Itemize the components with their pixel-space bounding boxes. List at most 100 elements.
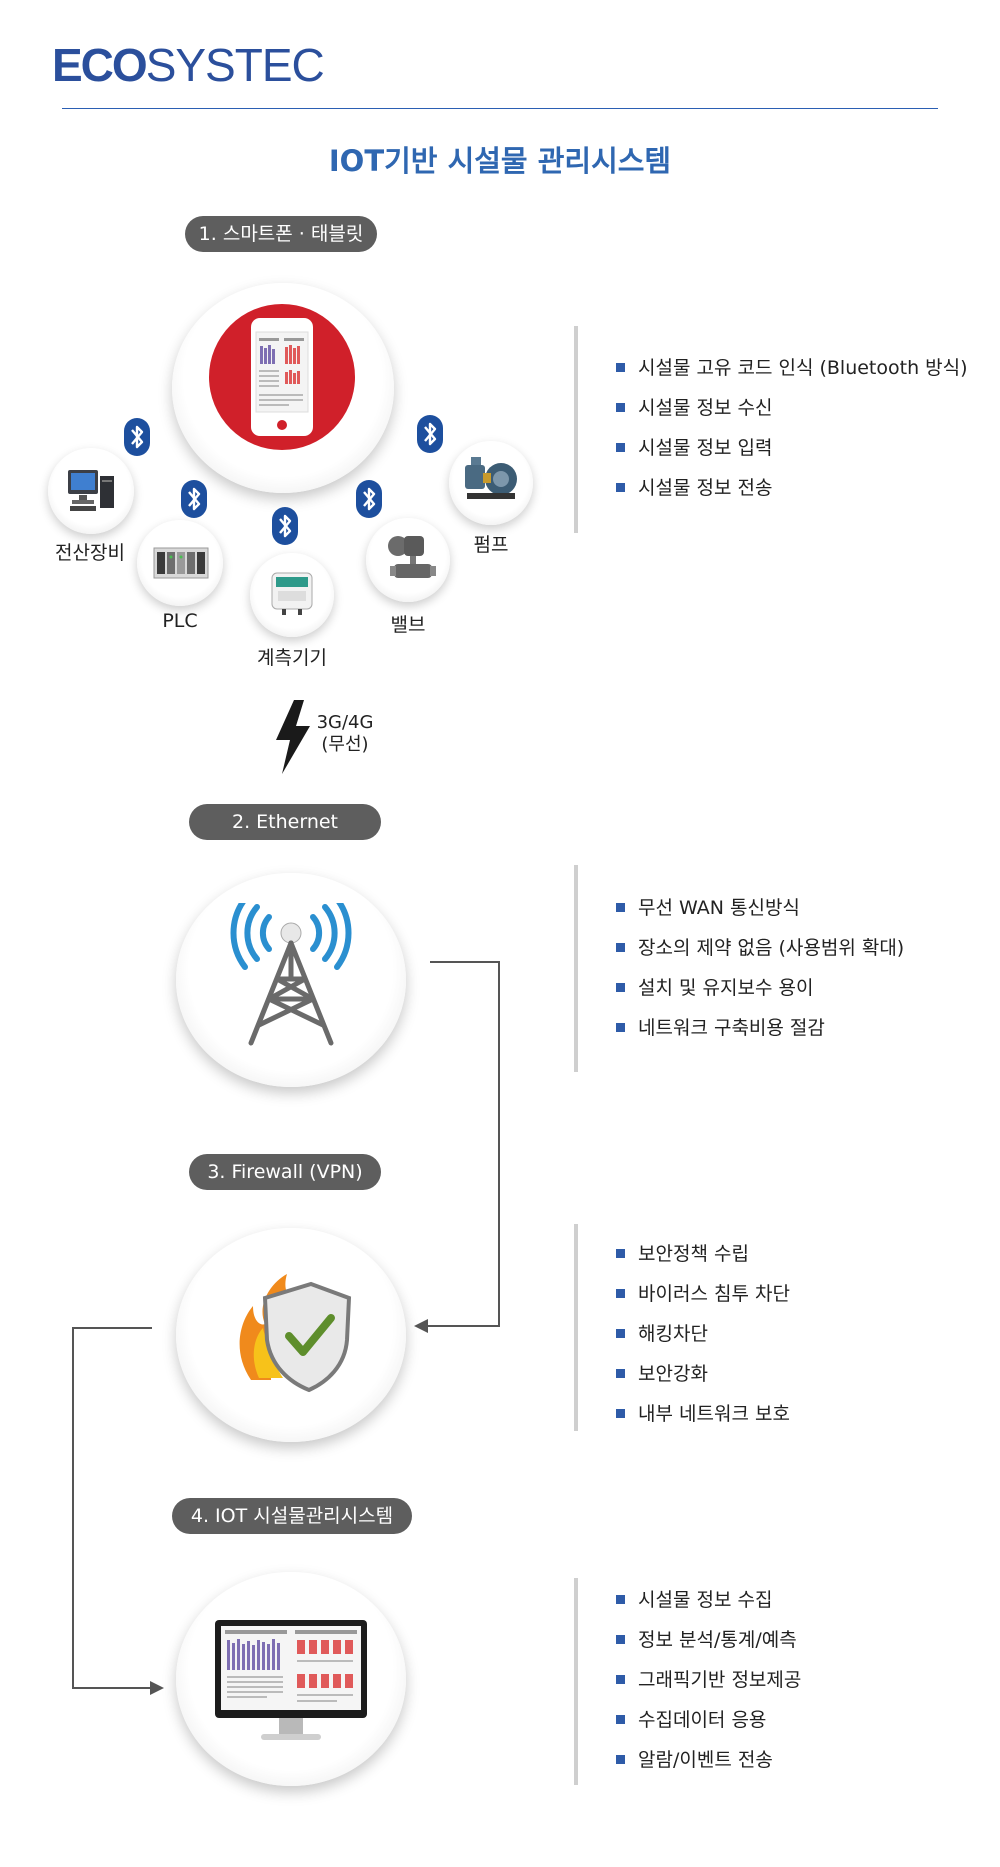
feature-text: 보안강화 xyxy=(638,1363,708,1385)
feature-text: 바이러스 침투 차단 xyxy=(638,1283,790,1305)
bullet-icon xyxy=(616,943,625,952)
bluetooth-icon xyxy=(417,415,443,453)
list-item: 설치 및 유지보수 용이 xyxy=(616,968,904,1008)
page-title: IOT기반 시설물 관리시스템 xyxy=(328,144,672,178)
connector-line xyxy=(430,961,500,963)
list-item: 해킹차단 xyxy=(616,1314,790,1354)
connector-line xyxy=(498,961,500,1327)
bluetooth-icon xyxy=(124,418,150,456)
bullet-icon xyxy=(616,1715,625,1724)
smartphone-icon xyxy=(209,304,355,450)
plc-icon xyxy=(153,547,209,579)
device-label-valve: 밸브 xyxy=(390,614,426,636)
section3-feature-list: 보안정책 수립 바이러스 침투 차단 해킹차단 보안강화 내부 네트워크 보호 xyxy=(616,1234,790,1434)
antenna-circle xyxy=(176,873,406,1087)
list-item: 시설물 정보 전송 xyxy=(616,468,968,508)
section1-divider xyxy=(574,326,578,533)
bullet-icon xyxy=(616,903,625,912)
list-item: 그래픽기반 정보제공 xyxy=(616,1660,801,1700)
pump-circle xyxy=(449,441,533,525)
bluetooth-icon xyxy=(356,480,382,518)
bullet-icon xyxy=(616,363,625,372)
feature-text: 내부 네트워크 보호 xyxy=(638,1403,790,1425)
logo: ECOSYSTEC xyxy=(52,38,325,92)
feature-text: 무선 WAN 통신방식 xyxy=(638,897,800,919)
feature-text: 장소의 제약 없음 (사용범위 확대) xyxy=(638,937,905,959)
bullet-icon xyxy=(616,1409,625,1418)
section4-divider xyxy=(574,1578,578,1785)
plc-circle xyxy=(137,520,223,606)
section2-divider xyxy=(574,865,578,1072)
list-item: 보안정책 수립 xyxy=(616,1234,790,1274)
bullet-icon xyxy=(616,1289,625,1298)
computer-icon xyxy=(68,470,114,511)
logo-bold: ECO xyxy=(52,39,148,91)
feature-text: 정보 분석/통계/예측 xyxy=(638,1629,797,1651)
feature-text: 보안정책 수립 xyxy=(638,1243,749,1265)
bluetooth-icon xyxy=(181,480,207,518)
feature-text: 그래픽기반 정보제공 xyxy=(638,1669,802,1691)
valve-circle xyxy=(366,518,450,602)
list-item: 수집데이터 응용 xyxy=(616,1700,801,1740)
list-item: 네트워크 구축비용 절감 xyxy=(616,1008,904,1048)
feature-text: 수집데이터 응용 xyxy=(638,1709,767,1731)
section2-pill: 2. Ethernet xyxy=(189,804,381,840)
bullet-icon xyxy=(616,443,625,452)
bullet-icon xyxy=(616,1755,625,1764)
section3-divider xyxy=(574,1224,578,1431)
feature-text: 알람/이벤트 전송 xyxy=(638,1749,773,1771)
bullet-icon xyxy=(616,1369,625,1378)
meter-icon xyxy=(271,572,313,615)
bullet-icon xyxy=(616,983,625,992)
list-item: 시설물 고유 코드 인식 (Bluetooth 방식) xyxy=(616,348,968,388)
section3-pill: 3. Firewall (VPN) xyxy=(189,1154,381,1190)
feature-text: 네트워크 구축비용 절감 xyxy=(638,1017,825,1039)
list-item: 장소의 제약 없음 (사용범위 확대) xyxy=(616,928,904,968)
bluetooth-icon xyxy=(272,507,298,545)
feature-text: 해킹차단 xyxy=(638,1323,708,1345)
monitor-icon xyxy=(215,1620,367,1740)
device-label-meter: 계측기기 xyxy=(257,647,327,669)
list-item: 보안강화 xyxy=(616,1354,790,1394)
meter-circle xyxy=(250,553,334,637)
connector-line xyxy=(428,1325,500,1327)
bullet-icon xyxy=(616,1675,625,1684)
list-item: 시설물 정보 입력 xyxy=(616,428,968,468)
feature-text: 시설물 정보 입력 xyxy=(638,437,773,459)
list-item: 시설물 정보 수집 xyxy=(616,1580,801,1620)
firewall-circle xyxy=(176,1228,406,1442)
device-label-plc: PLC xyxy=(162,610,198,632)
list-item: 무선 WAN 통신방식 xyxy=(616,888,904,928)
connector-line xyxy=(72,1327,74,1689)
header-divider xyxy=(62,108,938,109)
valve-icon xyxy=(388,536,436,578)
bullet-icon xyxy=(616,1329,625,1338)
pump-icon xyxy=(465,457,517,499)
list-item: 시설물 정보 수신 xyxy=(616,388,968,428)
bullet-icon xyxy=(616,403,625,412)
firewall-shield-icon xyxy=(239,1274,352,1393)
feature-text: 시설물 고유 코드 인식 (Bluetooth 방식) xyxy=(638,357,968,379)
arrow-left-icon xyxy=(414,1319,428,1333)
feature-text: 시설물 정보 수신 xyxy=(638,397,773,419)
bullet-icon xyxy=(616,1595,625,1604)
bullet-icon xyxy=(616,483,625,492)
bullet-icon xyxy=(616,1635,625,1644)
wireless-link-line1: 3G/4G xyxy=(316,712,374,733)
connector-line xyxy=(72,1687,152,1689)
list-item: 알람/이벤트 전송 xyxy=(616,1740,801,1780)
bullet-icon xyxy=(616,1023,625,1032)
bullet-icon xyxy=(616,1249,625,1258)
section1-feature-list: 시설물 고유 코드 인식 (Bluetooth 방식) 시설물 정보 수신 시설… xyxy=(616,348,968,508)
section1-pill: 1. 스마트폰 · 태블릿 xyxy=(185,216,377,252)
device-label-computer: 전산장비 xyxy=(55,542,125,564)
antenna-tower-icon xyxy=(230,903,352,1046)
wireless-link-line2: (무선) xyxy=(321,734,369,755)
list-item: 정보 분석/통계/예측 xyxy=(616,1620,801,1660)
logo-light: SYSTEC xyxy=(145,39,325,91)
section4-pill: 4. IOT 시설물관리시스템 xyxy=(172,1498,412,1534)
monitor-circle xyxy=(176,1572,406,1786)
feature-text: 시설물 정보 전송 xyxy=(638,477,773,499)
arrow-right-icon xyxy=(150,1681,164,1695)
section4-feature-list: 시설물 정보 수집 정보 분석/통계/예측 그래픽기반 정보제공 수집데이터 응… xyxy=(616,1580,801,1780)
